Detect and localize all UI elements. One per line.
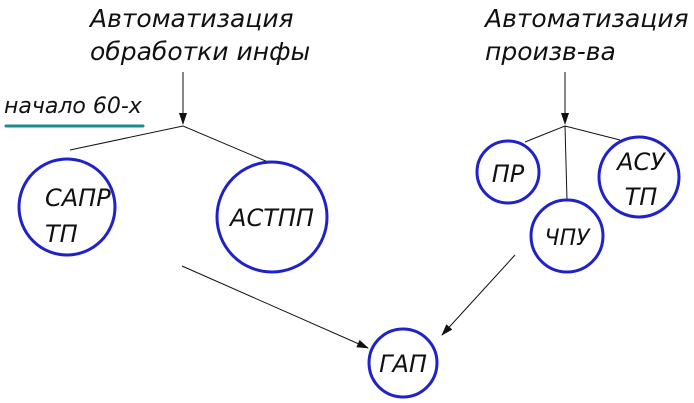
node-sapr-tp-circle — [17, 157, 117, 257]
node-sapr-tp: САПР ТП — [17, 157, 117, 257]
node-gap-label: ГАП — [379, 350, 427, 378]
node-asu-tp-line1: АСУ — [615, 148, 666, 176]
node-pr-label: ПР — [492, 160, 525, 188]
node-astpp-label: АСТПП — [228, 204, 314, 232]
left-heading-line1: Автоматизация — [88, 4, 294, 33]
node-chpu: ЧПУ — [529, 198, 605, 274]
node-asu-tp-line2: ТП — [625, 183, 658, 211]
left-branch-to-astpp — [182, 125, 269, 163]
right-branch-to-chpu — [564, 125, 568, 201]
left-heading-line2: обработки инфы — [90, 37, 310, 66]
node-chpu-circle — [529, 198, 605, 274]
era-note: начало 60-х — [4, 94, 143, 119]
node-pr: ПР — [475, 139, 541, 205]
node-gap-circle — [367, 327, 439, 399]
right-heading-line1: Автоматизация — [483, 4, 689, 33]
node-asu-tp-circle — [597, 135, 681, 219]
node-pr-circle — [475, 139, 541, 205]
right-heading-line2: произв-ва — [485, 37, 616, 66]
node-sapr-tp-line2: ТП — [45, 220, 78, 248]
node-asu-tp: АСУ ТП — [597, 135, 681, 219]
node-chpu-label: ЧПУ — [544, 226, 591, 251]
arrow-to-gap-right — [441, 254, 516, 336]
right-branch-to-asu — [564, 125, 621, 141]
node-astpp: АСТПП — [215, 160, 329, 274]
node-gap: ГАП — [367, 327, 439, 399]
node-astpp-circle — [215, 160, 329, 274]
left-branch-to-sapr — [69, 125, 184, 151]
node-sapr-tp-line1: САПР — [45, 184, 111, 212]
right-branch-to-pr — [524, 125, 566, 143]
arrow-to-gap-left — [181, 265, 369, 349]
